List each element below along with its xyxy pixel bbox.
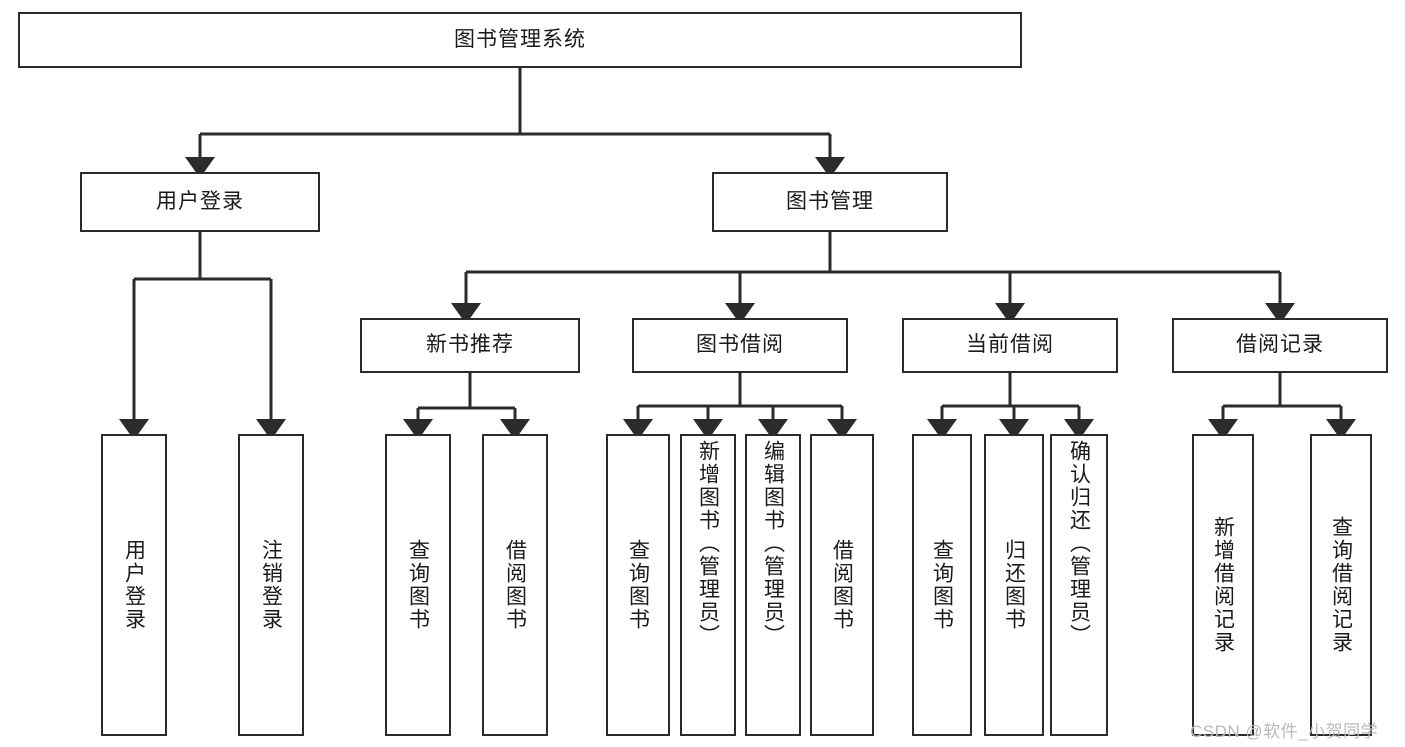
node-book-manage-label: 图书管理 [786,189,874,213]
node-leaf-logout[interactable]: 注销登录 [238,434,304,736]
node-leaf-user-login-label: 用户登录 [122,539,146,631]
node-leaf-query-book-2-label: 查询图书 [626,539,650,631]
node-leaf-query-book-3-label: 查询图书 [930,539,954,631]
node-leaf-query-book-1[interactable]: 查询图书 [385,434,451,736]
node-user-login[interactable]: 用户登录 [80,172,320,232]
node-leaf-query-book-2[interactable]: 查询图书 [606,434,670,736]
node-leaf-add-record[interactable]: 新增借阅记录 [1192,434,1254,736]
node-leaf-add-book-label: 新增图书（管理员） [696,440,720,647]
node-leaf-query-book-3[interactable]: 查询图书 [912,434,972,736]
node-leaf-query-record-label: 查询借阅记录 [1329,516,1353,654]
node-user-login-label: 用户登录 [156,189,244,213]
node-new-book-rec-label: 新书推荐 [426,333,514,357]
node-book-manage[interactable]: 图书管理 [712,172,948,232]
node-leaf-add-book[interactable]: 新增图书（管理员） [680,434,736,736]
node-new-book-rec[interactable]: 新书推荐 [360,318,580,373]
node-leaf-return-book-label: 归还图书 [1002,539,1026,631]
node-leaf-confirm-return-label: 确认归还（管理员） [1067,440,1091,647]
node-current-borrow[interactable]: 当前借阅 [902,318,1118,373]
node-book-borrow[interactable]: 图书借阅 [632,318,848,373]
node-leaf-borrow-book-2-label: 借阅图书 [830,539,854,631]
node-leaf-borrow-book-1[interactable]: 借阅图书 [482,434,548,736]
node-leaf-edit-book[interactable]: 编辑图书（管理员） [745,434,801,736]
watermark: CSDN @软件_小贺同学 [1190,722,1379,741]
node-leaf-borrow-book-1-label: 借阅图书 [503,539,527,631]
node-borrow-record-label: 借阅记录 [1236,333,1324,357]
node-leaf-edit-book-label: 编辑图书（管理员） [761,440,785,647]
node-leaf-user-login[interactable]: 用户登录 [101,434,167,736]
node-leaf-return-book[interactable]: 归还图书 [984,434,1044,736]
node-leaf-logout-label: 注销登录 [259,539,283,631]
node-book-borrow-label: 图书借阅 [696,333,784,357]
node-leaf-add-record-label: 新增借阅记录 [1211,516,1235,654]
node-current-borrow-label: 当前借阅 [966,333,1054,357]
node-leaf-confirm-return[interactable]: 确认归还（管理员） [1050,434,1108,736]
node-leaf-borrow-book-2[interactable]: 借阅图书 [810,434,874,736]
node-root-label: 图书管理系统 [454,27,586,51]
node-root[interactable]: 图书管理系统 [18,12,1022,68]
node-borrow-record[interactable]: 借阅记录 [1172,318,1388,373]
node-leaf-query-record[interactable]: 查询借阅记录 [1310,434,1372,736]
node-leaf-query-book-1-label: 查询图书 [406,539,430,631]
